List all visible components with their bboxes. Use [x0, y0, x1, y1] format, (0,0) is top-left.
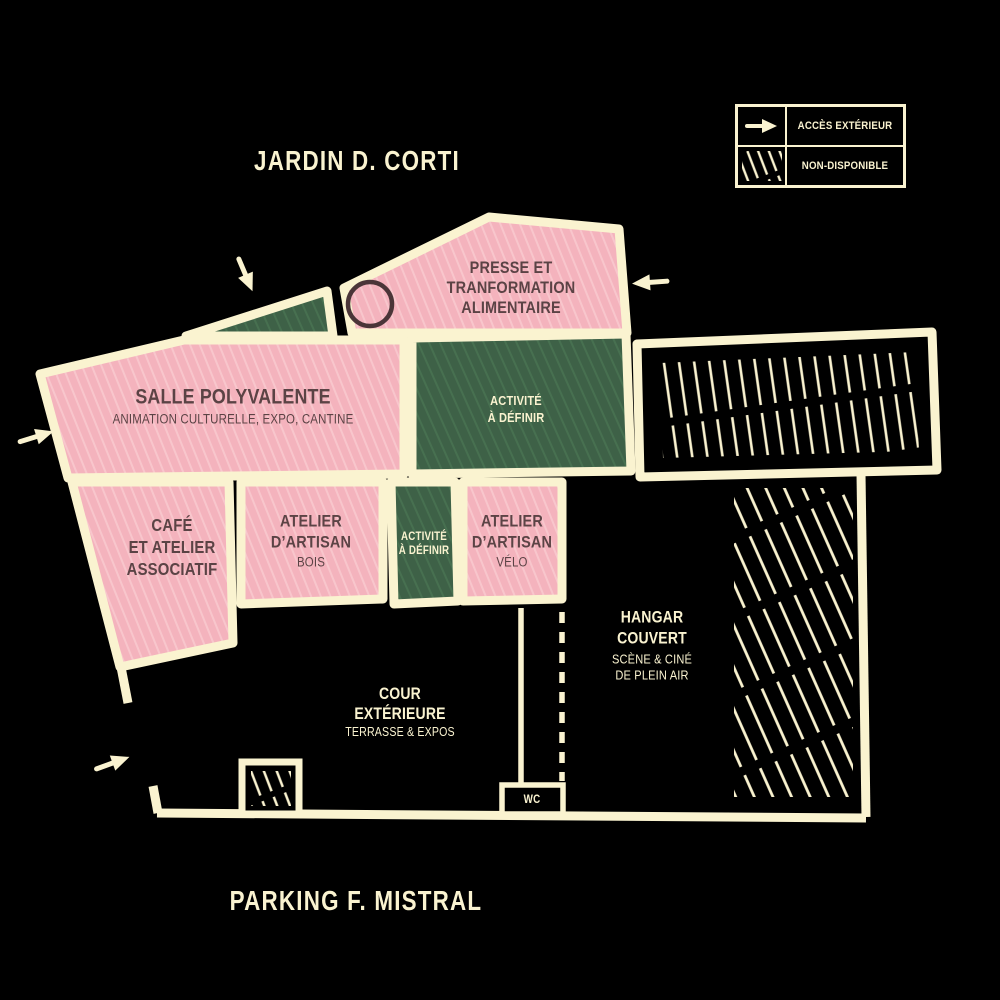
- zone-label-cafe: CAFÉ ET ATELIER ASSOCIATIF: [127, 514, 218, 580]
- jardin-title: JARDIN D. CORTI: [254, 145, 460, 176]
- zone-name: COUR EXTÉRIEURE: [354, 685, 446, 723]
- zone-activite-1-shape: [407, 329, 636, 479]
- arrow-right-icon: [738, 107, 787, 145]
- zone-presse-shape: [339, 212, 632, 338]
- zone-name: CAFÉ ET ATELIER ASSOCIATIF: [126, 515, 218, 579]
- access-arrow-right-icon: [632, 274, 670, 291]
- parking-title: PARKING F. MISTRAL: [229, 885, 483, 916]
- zone-label-cour: COUR EXTÉRIEURE TERRASSE & EXPOS: [345, 684, 455, 740]
- access-arrow-top-icon: [236, 256, 253, 292]
- zone-label-activite-1: ACTIVITÉ À DÉFINIR: [488, 392, 545, 426]
- legend-row-unavailable: NON-DISPONIBLE: [738, 145, 903, 185]
- zone-label-atelier-velo: ATELIER D’ARTISAN VÉLO: [472, 511, 552, 570]
- unavailable-area-hangar-hatch: [734, 488, 853, 797]
- zone-label-salle: SALLE POLYVALENTE ANIMATION CULTURELLE, …: [113, 386, 354, 427]
- hatched-box-small-hatch: [251, 771, 291, 806]
- circle-marker-icon: [345, 279, 395, 329]
- access-arrow-bottom-left-icon: [94, 755, 130, 772]
- zone-name: ACTIVITÉ À DÉFINIR: [487, 393, 545, 425]
- zone-name: ACTIVITÉ À DÉFINIR: [398, 531, 450, 557]
- zone-cafe-shape: [67, 477, 238, 672]
- zone-subtitle: SCÈNE & CINÉ DE PLEIN AIR: [611, 651, 693, 683]
- legend-access-label: ACCÈS EXTÉRIEUR: [797, 120, 893, 132]
- zone-name: HANGAR COUVERT: [617, 608, 687, 648]
- zone-name: WC: [523, 794, 541, 806]
- access-arrow-left-icon: [17, 428, 54, 445]
- zone-label-wc: WC: [524, 794, 541, 806]
- wall-bottom-left-stub: [148, 785, 163, 814]
- zone-subtitle: TERRASSE & EXPOS: [345, 725, 455, 739]
- legend: ACCÈS EXTÉRIEUR NON-DISPONIBLE: [735, 104, 906, 188]
- zone-label-presse: PRESSE ET TRANFORMATION ALIMENTAIRE: [447, 258, 576, 318]
- zone-activite-2-shape: [386, 477, 463, 609]
- zone-atelier-bois-shape: [236, 477, 388, 609]
- legend-unavailable-label: NON-DISPONIBLE: [801, 160, 889, 172]
- zone-subtitle: BOIS: [296, 554, 326, 570]
- unavailable-area-top-hatch: [660, 352, 919, 458]
- zone-atelier-velo-shape: [458, 477, 567, 606]
- zone-name: SALLE POLYVALENTE: [135, 385, 331, 409]
- wall-cafe-stub: [116, 666, 133, 704]
- zone-label-atelier-bois: ATELIER D’ARTISAN BOIS: [271, 511, 351, 570]
- zone-label-activite-2: ACTIVITÉ À DÉFINIR: [399, 530, 449, 558]
- zone-green-triangle-shape: [181, 286, 338, 341]
- wall-right: [856, 473, 871, 818]
- wc-box: [499, 782, 566, 817]
- zone-name: ATELIER D’ARTISAN: [471, 511, 553, 552]
- zone-salle-shape: [35, 335, 409, 483]
- zone-label-hangar: HANGAR COUVERT SCÈNE & CINÉ DE PLEIN AIR: [612, 608, 692, 683]
- zone-subtitle: VÉLO: [496, 554, 528, 570]
- zone-name: ATELIER D’ARTISAN: [270, 511, 352, 552]
- zone-name: PRESSE ET TRANFORMATION ALIMENTAIRE: [446, 258, 576, 317]
- hatch-swatch-icon: [738, 147, 787, 185]
- zone-subtitle: ANIMATION CULTURELLE, EXPO, CANTINE: [112, 411, 354, 427]
- legend-row-access: ACCÈS EXTÉRIEUR: [738, 107, 903, 145]
